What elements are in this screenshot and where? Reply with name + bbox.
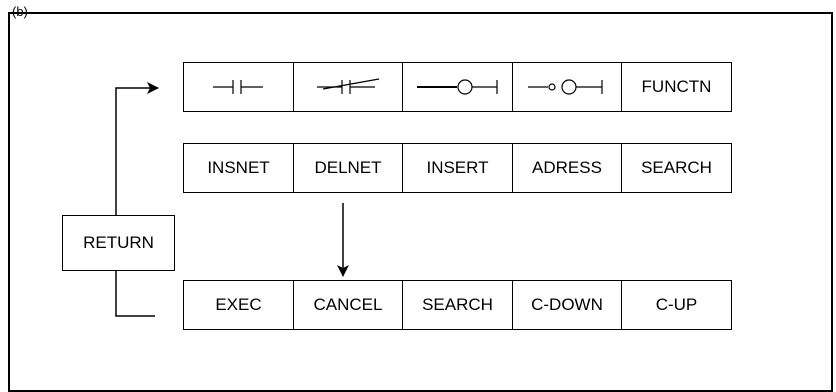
softkey-row-ladder: FUNCTN — [183, 62, 732, 112]
key-functn[interactable]: FUNCTN — [621, 62, 732, 112]
key-coil[interactable] — [402, 62, 513, 112]
key-c-down[interactable]: C-DOWN — [511, 280, 623, 330]
key-delnet[interactable]: DELNET — [292, 143, 404, 193]
key-c-up[interactable]: C-UP — [621, 280, 732, 330]
key-adress[interactable]: ADRESS — [511, 143, 623, 193]
contact-no-icon — [212, 80, 263, 94]
key-contact-nc[interactable] — [292, 62, 404, 112]
key-cancel[interactable]: CANCEL — [292, 280, 404, 330]
key-search[interactable]: SEARCH — [621, 143, 732, 193]
softkey-row-edit: INSNET DELNET INSERT ADRESS SEARCH — [183, 143, 732, 193]
key-contact-no[interactable] — [183, 62, 294, 112]
key-search-2[interactable]: SEARCH — [402, 280, 513, 330]
key-exec[interactable]: EXEC — [183, 280, 294, 330]
coil-negated-icon — [528, 79, 603, 95]
softkey-row-confirm: EXEC CANCEL SEARCH C-DOWN C-UP — [183, 280, 732, 330]
key-insert[interactable]: INSERT — [402, 143, 513, 193]
figure-label: (b) — [12, 4, 28, 19]
key-insnet[interactable]: INSNET — [183, 143, 294, 193]
return-loop-line — [115, 82, 159, 317]
key-return[interactable]: RETURN — [62, 215, 175, 271]
coil-icon — [416, 79, 498, 95]
contact-nc-icon — [317, 78, 380, 94]
key-coil-negated[interactable] — [511, 62, 623, 112]
